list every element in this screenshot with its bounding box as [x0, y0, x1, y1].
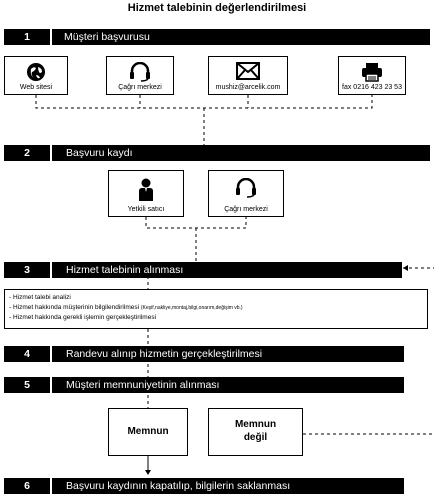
channel-web: Web sitesi [4, 56, 68, 95]
step-number-1: 1 [4, 29, 50, 45]
step-label-6: Başvuru kaydının kapatılıp, bilgilerin s… [52, 478, 404, 494]
step-label-1: Müşteri başvurusu [52, 29, 430, 45]
channel-label: Web sitesi [19, 84, 53, 91]
not-satisfied-box: Memnun değil [208, 408, 303, 456]
channel-email: mushiz@arcelik.com [208, 56, 288, 95]
step-number-6: 6 [4, 478, 50, 494]
envelope-icon [236, 62, 260, 85]
step-label-5: Müşteri memnuniyetinin alınması [52, 377, 404, 393]
satisfied-box: Memnun [108, 408, 188, 456]
channel-fax: fax 0216 423 23 53 [338, 56, 406, 95]
record-call-center: Çağrı merkezi [208, 170, 284, 217]
note-line: - Hizmet hakkında müşterinin bilgilendir… [9, 304, 243, 311]
fax-icon [361, 62, 383, 87]
step-label-2: Başvuru kaydı [52, 145, 430, 161]
step-number-3: 3 [4, 262, 50, 278]
channel-call-center: Çağrı merkezi [106, 56, 174, 95]
step-number-2: 2 [4, 145, 50, 161]
headset-icon [235, 177, 257, 203]
record-dealer: Yetkili satıcı [108, 170, 184, 217]
channel-label: Çağrı merkezi [118, 84, 162, 91]
note-line: - Hizmet talebi analizi [9, 294, 71, 301]
channel-label: mushiz@arcelik.com [215, 84, 281, 91]
globe-icon [26, 62, 46, 87]
channel-label: fax 0216 423 23 53 [342, 84, 402, 91]
record-label: Yetkili satıcı [127, 206, 165, 213]
page-title: Hizmet talebinin değerlendirilmesi [127, 2, 307, 14]
note-line: - Hizmet hakkında gerekli işlemin gerçek… [9, 314, 157, 321]
headset-icon [129, 61, 151, 87]
person-icon [138, 178, 154, 207]
step-number-5: 5 [4, 377, 50, 393]
step-label-3: Hizmet talebinin alınması [52, 262, 402, 278]
step-number-4: 4 [4, 346, 50, 362]
record-label: Çağrı merkezi [224, 206, 268, 213]
service-notes: - Hizmet talebi analizi - Hizmet hakkınd… [4, 289, 428, 329]
step-label-4: Randevu alınıp hizmetin gerçekleştirilme… [52, 346, 404, 362]
